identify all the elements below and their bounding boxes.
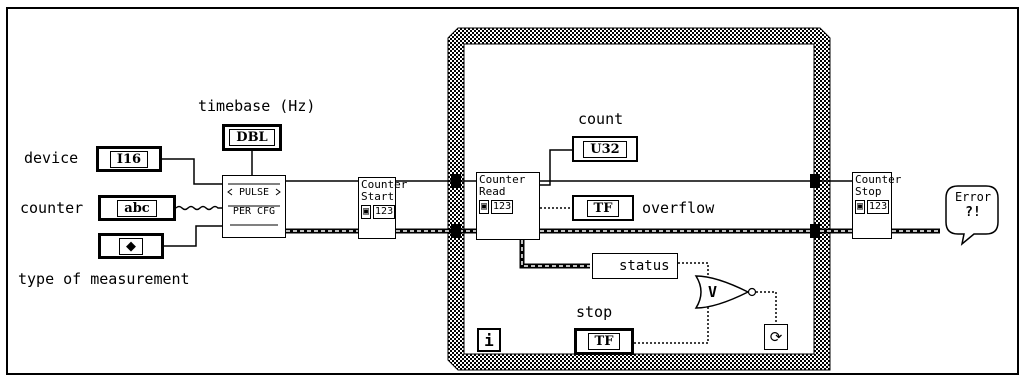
type-of-measurement-label: type of measurement <box>18 270 190 288</box>
device-label: device <box>24 149 79 167</box>
period-config-label: PER CFG <box>232 206 276 217</box>
unbundle-by-name[interactable]: status <box>592 253 678 279</box>
counter-stop-taskid: 123 <box>867 200 890 214</box>
or-conditional-wire[interactable] <box>756 291 777 324</box>
loop-tunnel-error-in <box>451 224 461 238</box>
error-handler-line1: Error <box>954 190 992 204</box>
computer-icon: ▣ <box>855 200 866 214</box>
stop-terminal[interactable]: TF <box>574 328 634 355</box>
timebase-label: timebase (Hz) <box>198 97 316 115</box>
overflow-type: TF <box>586 199 620 217</box>
stop-label: stop <box>576 303 613 321</box>
counter-stop-vi[interactable]: Counter Stop ▣123 <box>852 172 902 239</box>
conditional-icon: ⟳ <box>769 328 783 346</box>
computer-icon: ▣ <box>479 200 490 214</box>
or-function-label: V <box>708 283 718 301</box>
count-indicator[interactable]: U32 <box>572 136 638 162</box>
stop-or-wire[interactable] <box>634 304 709 344</box>
pulse-config-icon <box>227 183 281 226</box>
counter-start-line2: Start <box>361 190 395 203</box>
overflow-indicator[interactable]: TF <box>572 195 634 221</box>
or-gate-icon[interactable] <box>694 275 750 309</box>
timebase-terminal[interactable]: DBL <box>222 124 282 151</box>
timebase-type: DBL <box>229 129 275 146</box>
count-type: U32 <box>583 140 627 158</box>
device-type: I16 <box>109 150 149 168</box>
count-wire[interactable] <box>540 149 572 186</box>
counter-wire[interactable] <box>175 205 222 211</box>
loop-tunnel-taskid-in <box>451 174 461 188</box>
count-label: count <box>578 110 624 128</box>
counter-read-taskid: 123 <box>491 200 514 214</box>
counter-start-line1: Counter <box>361 178 408 191</box>
counter-start-vi[interactable]: Counter Start ▣123 <box>358 177 408 239</box>
stop-type: TF <box>587 333 621 350</box>
counter-read-vi[interactable]: Counter Read ▣123 <box>476 172 540 240</box>
counter-type: abc <box>117 199 157 217</box>
pulse-config-vi[interactable]: PULSE PER CFG <box>222 175 286 238</box>
error-handler-line2: ?! <box>965 205 981 220</box>
device-terminal[interactable]: I16 <box>96 146 162 172</box>
overflow-label: overflow <box>642 199 715 217</box>
iteration-icon: i <box>484 330 494 350</box>
counter-start-taskid: 123 <box>373 205 396 219</box>
counter-read-line2: Read <box>479 185 506 198</box>
loop-tunnel-taskid-out <box>810 174 820 188</box>
status-element: status <box>619 258 670 274</box>
counter-terminal[interactable]: abc <box>98 195 176 221</box>
computer-icon: ▣ <box>361 205 372 219</box>
measurement-terminal[interactable]: ◆ <box>98 233 164 259</box>
counter-read-line1: Counter <box>479 173 526 186</box>
counter-stop-line2: Stop <box>855 185 882 198</box>
loop-tunnel-error-out <box>810 224 820 238</box>
counter-label: counter <box>20 199 84 217</box>
measurement-type: ◆ <box>119 237 143 255</box>
measurement-wire[interactable] <box>164 225 222 247</box>
while-loop[interactable] <box>447 27 831 371</box>
error-bubble-icon <box>945 185 999 246</box>
pulse-label: PULSE <box>238 187 270 198</box>
iteration-terminal[interactable]: i <box>477 328 501 352</box>
conditional-terminal[interactable]: ⟳ <box>764 324 788 350</box>
or-gate-invert-bubble <box>747 287 757 297</box>
device-wire[interactable] <box>162 158 222 185</box>
error-wire[interactable] <box>286 228 940 269</box>
counter-stop-line1: Counter <box>855 173 902 186</box>
